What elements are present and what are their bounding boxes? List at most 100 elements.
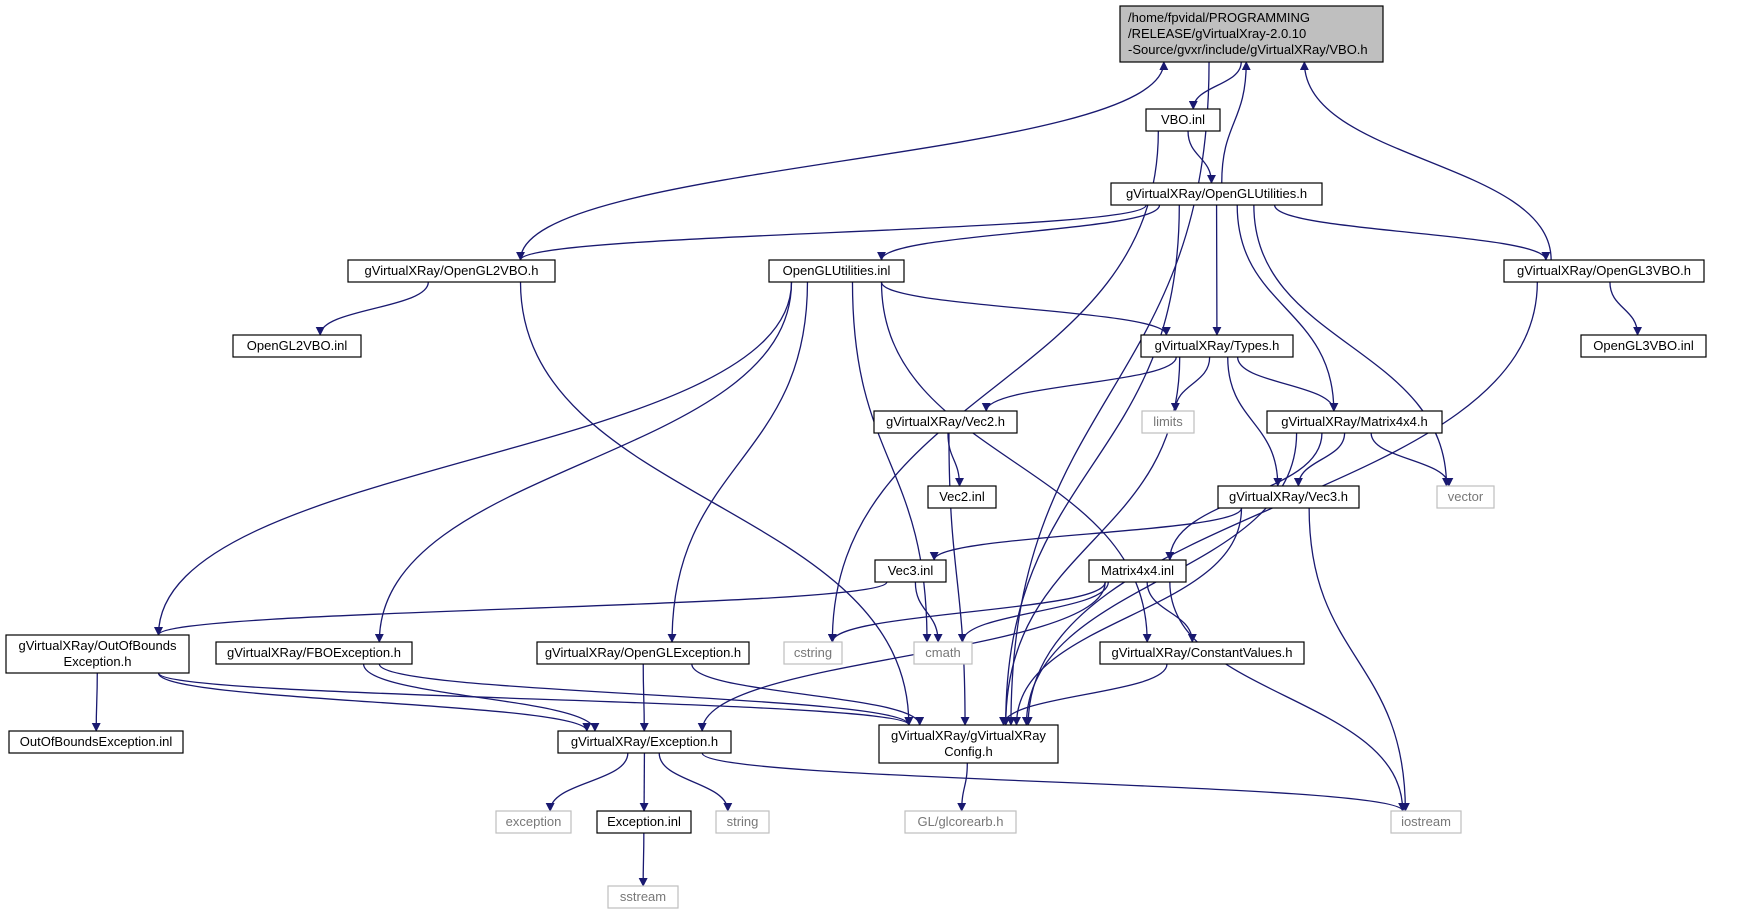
node-vec2_inl[interactable]: Vec2.inl bbox=[927, 485, 997, 509]
node-label-line: GL/glcorearb.h bbox=[918, 814, 1004, 829]
node-oglex_h[interactable]: gVirtualXRay/OpenGLException.h bbox=[536, 641, 750, 665]
node-matrix_h[interactable]: gVirtualXRay/Matrix4x4.h bbox=[1266, 410, 1443, 434]
node-cstring: cstring bbox=[783, 641, 843, 665]
edge-matrix_inl-to-const_h bbox=[1146, 581, 1197, 643]
node-label-line: gVirtualXRay/OutOfBounds bbox=[18, 638, 177, 653]
node-oglutil_h[interactable]: gVirtualXRay/OpenGLUtilities.h bbox=[1110, 182, 1323, 206]
node-vec3_inl[interactable]: Vec3.inl bbox=[874, 559, 947, 583]
node-types_h[interactable]: gVirtualXRay/Types.h bbox=[1140, 334, 1294, 358]
edge-oob_h-to-config_h bbox=[157, 672, 914, 726]
edge-vec3_inl-to-oob_h bbox=[154, 581, 888, 636]
node-label-line: -Source/gvxr/include/gVirtualXRay/VBO.h bbox=[1128, 42, 1368, 57]
node-exc_inl[interactable]: Exception.inl bbox=[596, 810, 692, 834]
node-box bbox=[1141, 410, 1195, 434]
node-const_h[interactable]: gVirtualXRay/ConstantValues.h bbox=[1099, 641, 1305, 665]
node-string: string bbox=[715, 810, 770, 834]
edge-ogl3vbo_h-to-vbo_h bbox=[1299, 61, 1552, 261]
node-oob_inl[interactable]: OutOfBoundsException.inl bbox=[8, 730, 184, 754]
node-label-line: Config.h bbox=[944, 744, 992, 759]
node-box bbox=[1145, 108, 1221, 132]
edge-vec3_inl-to-cmath bbox=[914, 581, 943, 643]
node-box bbox=[768, 259, 905, 283]
node-label-line: string bbox=[727, 814, 759, 829]
edge-exc_inl-to-sstream bbox=[638, 832, 648, 887]
node-ogl2vbo_inl[interactable]: OpenGL2VBO.inl bbox=[232, 334, 362, 358]
node-ogl3vbo_h[interactable]: gVirtualXRay/OpenGL3VBO.h bbox=[1503, 259, 1705, 283]
edge-oglex_h-to-config_h bbox=[691, 663, 925, 726]
node-box bbox=[1099, 641, 1305, 665]
node-label-line: Vec3.inl bbox=[888, 563, 934, 578]
edges-layer bbox=[91, 61, 1643, 887]
node-label-line: cstring bbox=[794, 645, 832, 660]
node-label-line: Exception.h bbox=[64, 654, 132, 669]
node-label-line: gVirtualXRay/OpenGL2VBO.h bbox=[365, 263, 539, 278]
node-ogl3vbo_inl[interactable]: OpenGL3VBO.inl bbox=[1580, 334, 1707, 358]
edge-types_h-to-vec3_h bbox=[1227, 356, 1283, 487]
node-box bbox=[1266, 410, 1443, 434]
node-vec2_h[interactable]: gVirtualXRay/Vec2.h bbox=[873, 410, 1018, 434]
node-box bbox=[874, 559, 947, 583]
edge-types_h-to-vec2_h bbox=[981, 356, 1177, 412]
node-label-line: gVirtualXRay/OpenGLException.h bbox=[545, 645, 741, 660]
node-label-line: gVirtualXRay/OpenGL3VBO.h bbox=[1517, 263, 1691, 278]
node-vbo_h[interactable]: /home/fpvidal/PROGRAMMING/RELEASE/gVirtu… bbox=[1119, 5, 1384, 63]
node-vbo_inl[interactable]: VBO.inl bbox=[1145, 108, 1221, 132]
node-ogl2vbo_h[interactable]: gVirtualXRay/OpenGL2VBO.h bbox=[347, 259, 556, 283]
edge-types_h-to-limits bbox=[1170, 356, 1211, 412]
edge-vec3_h-to-vec3_inl bbox=[929, 507, 1243, 561]
edge-config_h-to-glcorearb bbox=[957, 762, 968, 812]
edge-oob_h-to-exc_h bbox=[157, 672, 592, 732]
node-box bbox=[1390, 810, 1462, 834]
node-label-line: Vec2.inl bbox=[939, 489, 985, 504]
node-label-line: Matrix4x4.inl bbox=[1101, 563, 1174, 578]
node-box bbox=[927, 485, 997, 509]
node-matrix_inl[interactable]: Matrix4x4.inl bbox=[1088, 559, 1187, 583]
node-exception: exception bbox=[495, 810, 572, 834]
node-box bbox=[495, 810, 572, 834]
edge-oglutil_h-to-config_h bbox=[1001, 204, 1180, 726]
node-exc_h[interactable]: gVirtualXRay/Exception.h bbox=[557, 730, 732, 754]
edge-oglutil_inl-to-types_h bbox=[880, 281, 1171, 336]
edge-oglutil_h-to-ogl3vbo_h bbox=[1273, 204, 1551, 261]
node-box bbox=[1140, 334, 1294, 358]
edge-oglutil_h-to-vbo_h bbox=[1221, 61, 1251, 184]
edge-oob_h-to-oob_inl bbox=[91, 672, 101, 732]
node-label-line: gVirtualXRay/Vec2.h bbox=[886, 414, 1005, 429]
node-limits: limits bbox=[1141, 410, 1195, 434]
node-box bbox=[904, 810, 1017, 834]
node-box bbox=[715, 810, 770, 834]
node-box bbox=[1119, 5, 1384, 63]
edge-oglutil_h-to-oglutil_inl bbox=[877, 204, 1161, 261]
node-box bbox=[1217, 485, 1360, 509]
edge-exc_h-to-string bbox=[658, 752, 733, 812]
node-label-line: vector bbox=[1448, 489, 1484, 504]
node-vector: vector bbox=[1436, 485, 1495, 509]
node-label-line: cmath bbox=[925, 645, 960, 660]
node-label-line: gVirtualXRay/FBOException.h bbox=[227, 645, 401, 660]
node-box bbox=[5, 634, 190, 674]
node-label-line: gVirtualXRay/Exception.h bbox=[571, 734, 718, 749]
edge-matrix_inl-to-cstring bbox=[827, 581, 1106, 643]
edge-vec3_h-to-config_h bbox=[1012, 507, 1243, 726]
edge-oglutil_inl-to-oglex_h bbox=[667, 281, 809, 643]
node-box bbox=[913, 641, 973, 665]
node-label-line: gVirtualXRay/gVirtualXRay bbox=[891, 728, 1046, 743]
edge-ogl2vbo_h-to-vbo_h bbox=[519, 61, 1169, 261]
edge-vec3_h-to-iostream bbox=[1308, 507, 1410, 812]
edge-matrix_inl-to-iostream bbox=[1169, 581, 1408, 812]
edge-matrix_h-to-vec3_h bbox=[1293, 432, 1346, 487]
node-box bbox=[8, 730, 184, 754]
node-box bbox=[596, 810, 692, 834]
node-oglutil_inl[interactable]: OpenGLUtilities.inl bbox=[768, 259, 905, 283]
node-label-line: OpenGL2VBO.inl bbox=[247, 338, 348, 353]
node-oob_h[interactable]: gVirtualXRay/OutOfBoundsException.h bbox=[5, 634, 190, 674]
node-box bbox=[347, 259, 556, 283]
node-label-line: limits bbox=[1153, 414, 1183, 429]
edge-vbo_inl-to-cstring bbox=[827, 130, 1159, 643]
node-fbo_h[interactable]: gVirtualXRay/FBOException.h bbox=[215, 641, 413, 665]
node-vec3_h[interactable]: gVirtualXRay/Vec3.h bbox=[1217, 485, 1360, 509]
edge-ogl2vbo_h-to-ogl2vbo_inl bbox=[315, 281, 429, 336]
node-label-line: OpenGL3VBO.inl bbox=[1593, 338, 1694, 353]
